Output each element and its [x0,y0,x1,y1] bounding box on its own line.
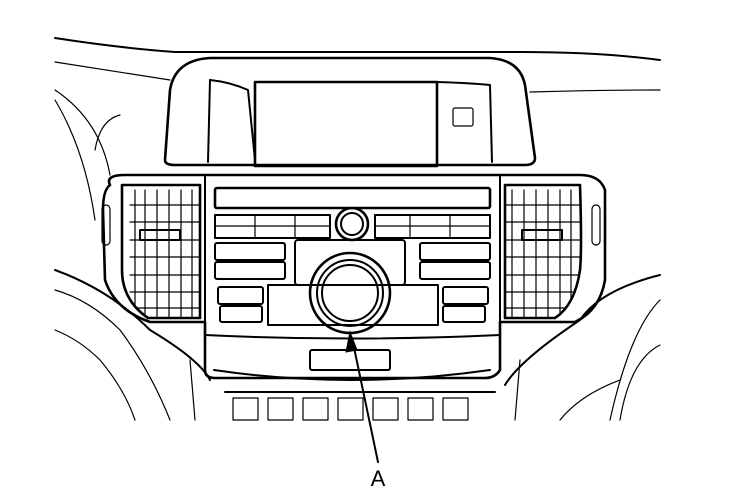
air-vent-right [503,183,583,320]
cd-slot [213,186,492,210]
interface-dial [308,251,392,335]
lower-button [309,349,391,371]
side-buttons [214,239,491,326]
navigation-display [163,56,537,168]
preset-buttons [214,206,491,242]
dashboard-outline [54,37,661,421]
center-console-bezel [101,173,607,381]
callout-a: A [345,330,386,491]
air-vent-left [120,183,202,320]
callout-label: A [371,466,386,491]
lower-grille [224,391,496,421]
